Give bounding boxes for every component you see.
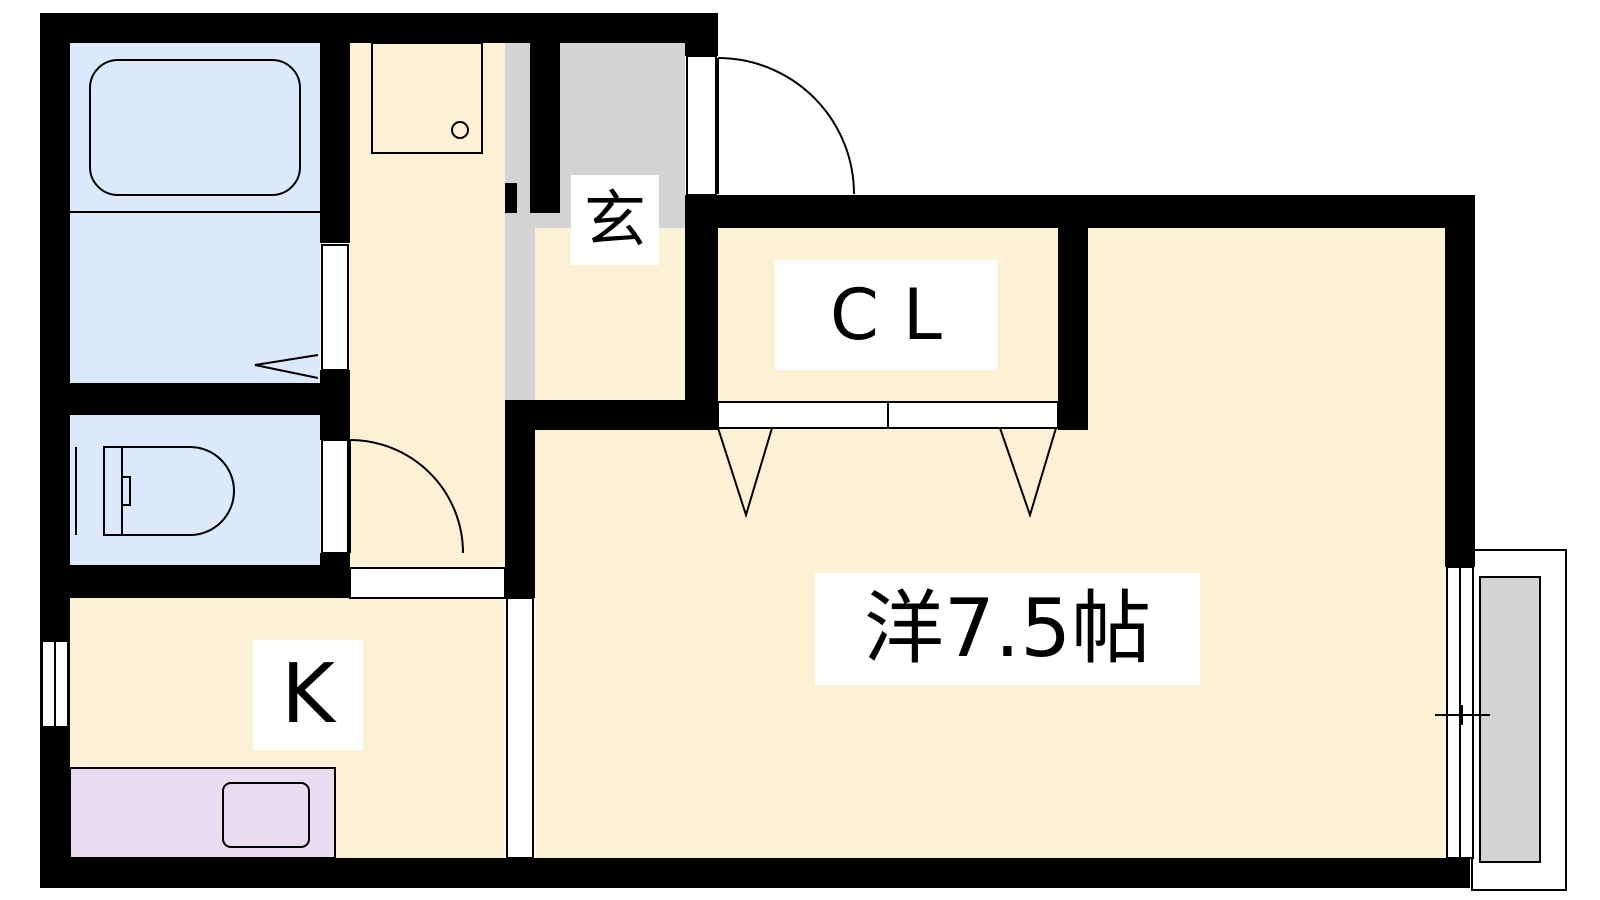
closet-door-icon-right xyxy=(999,427,1057,519)
room-door-opening xyxy=(506,597,534,859)
corridor-floor xyxy=(350,43,505,568)
closet-door-icon-left xyxy=(717,427,773,519)
toilet-tank-icon xyxy=(103,446,131,536)
sink-icon xyxy=(222,782,310,848)
genkan-label: 玄 xyxy=(571,175,659,265)
balcony-floor xyxy=(1479,576,1541,863)
kitchen-door-opening xyxy=(349,567,506,599)
bathroom-door-opening xyxy=(321,244,349,371)
closet-label: CL xyxy=(775,260,997,370)
bathtub-icon xyxy=(89,59,301,196)
toilet-door-opening xyxy=(321,439,349,554)
entrance-door-frame xyxy=(686,55,717,196)
kitchen-label: K xyxy=(253,640,363,750)
toilet-floor xyxy=(70,415,320,565)
walls xyxy=(40,13,1475,888)
bathroom-door-icon xyxy=(254,354,319,379)
toilet-icon xyxy=(121,446,235,536)
washbasin-drain-icon xyxy=(451,121,469,139)
door-swing-icon xyxy=(717,57,855,195)
kitchen-counter xyxy=(69,767,336,859)
toilet-door-swing-icon xyxy=(349,439,464,554)
western-room-label: 洋7.5帖 xyxy=(815,573,1200,685)
